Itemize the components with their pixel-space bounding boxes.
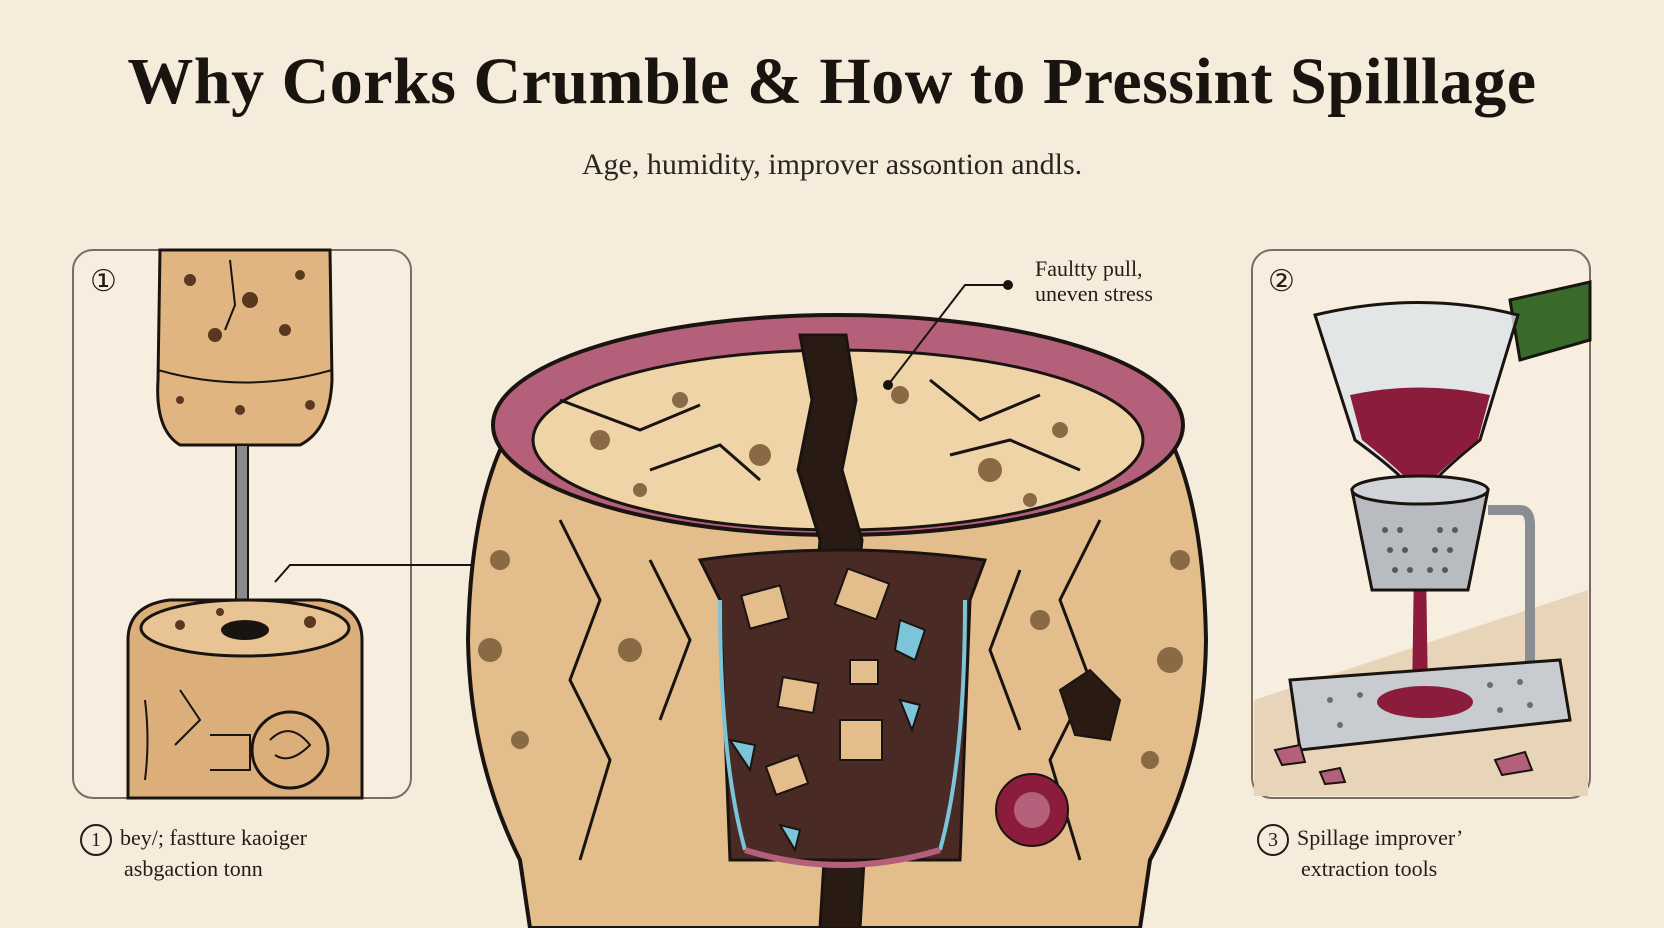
left-panel-badge: ① xyxy=(90,265,117,298)
right-caption-line-1: Spillage improver’ xyxy=(1297,825,1464,851)
left-caption: 1 bey/; fastture kaoiger asbgaction tonn xyxy=(80,824,307,882)
page-subtitle: Age, humidity, improver assɷntion andls. xyxy=(581,148,1083,181)
stress-callout: Faultty pull, uneven stress xyxy=(1035,256,1153,306)
left-caption-line-2: asbgaction tonn xyxy=(124,856,263,881)
right-caption: 3 Spillage improver’ extraction tools xyxy=(1257,824,1463,882)
right-caption-number: 3 xyxy=(1257,824,1289,856)
callout-leader-line xyxy=(887,284,1008,386)
callout-line-2: uneven stress xyxy=(1035,281,1153,306)
page-title: Why Corks Crumble & How to Pressint Spil… xyxy=(127,45,1537,118)
lifted-cork-illustration xyxy=(156,248,334,636)
left-panel xyxy=(72,248,535,800)
callout-leader-dot-end xyxy=(1003,280,1013,290)
wine-bottle xyxy=(1508,280,1592,362)
left-caption-line-1: bey/; fastture kaoiger xyxy=(120,825,307,851)
callout-leader-dot-start xyxy=(883,380,893,390)
right-panel xyxy=(1251,249,1592,799)
bottle-cork-illustration xyxy=(126,598,364,800)
right-caption-line-2: extraction tools xyxy=(1301,856,1438,881)
left-leader-line xyxy=(274,564,530,583)
left-caption-number: 1 xyxy=(80,824,112,856)
right-panel-badge: ② xyxy=(1268,265,1295,298)
crumbling-cork-illustration xyxy=(465,313,1209,928)
callout-line-1: Faultty pull, xyxy=(1035,256,1143,281)
